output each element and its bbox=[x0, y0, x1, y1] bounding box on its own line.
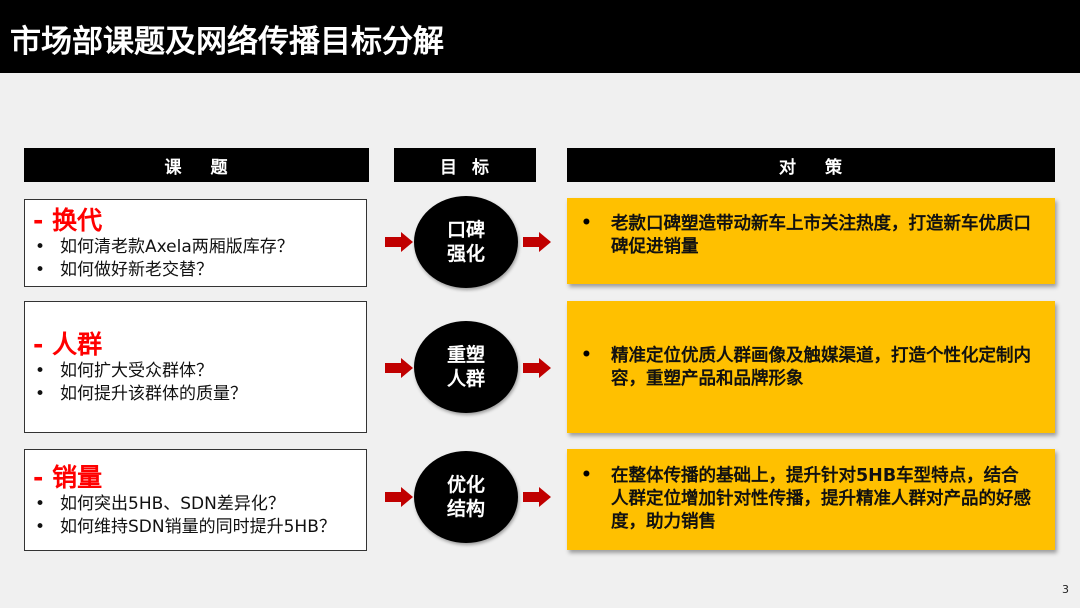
right-arrow-icon bbox=[385, 232, 413, 252]
right-arrow-icon bbox=[523, 487, 551, 507]
title-bar: 市场部课题及网络传播目标分解 bbox=[0, 0, 1080, 73]
topic-box-1: - 换代 • 如何清老款Axela两厢版库存？ • 如何做好新老交替？ bbox=[24, 199, 367, 287]
strategy-box-1: • 老款口碑塑造带动新车上市关注热度，打造新车优质口碑促进销量 bbox=[567, 198, 1055, 284]
header-topic-char-1: 课 bbox=[164, 157, 183, 178]
topic-title: - 换代 bbox=[33, 206, 103, 235]
strategy-box-2: • 精准定位优质人群画像及触媒渠道，打造个性化定制内容，重塑产品和品牌形象 bbox=[567, 301, 1055, 433]
goal-line-1: 重塑 bbox=[446, 344, 485, 366]
list-item: • 如何扩大受众群体？ bbox=[33, 360, 366, 383]
bullet-icon: • bbox=[35, 517, 46, 537]
question-text: 如何清老款Axela两厢版库存？ bbox=[60, 237, 294, 257]
header-topic: 课题 bbox=[24, 148, 369, 182]
right-arrow-icon bbox=[523, 358, 551, 378]
topic-box-3: - 销量 • 如何突出5HB、SDN差异化？ • 如何维持SDN销量的同时提升5HB… bbox=[24, 449, 367, 551]
header-goal-char-2: 标 bbox=[472, 157, 490, 178]
header-topic-char-2: 题 bbox=[210, 157, 229, 178]
goal-line-2: 强化 bbox=[446, 243, 485, 265]
header-strategy-char-2: 策 bbox=[825, 157, 843, 178]
bullet-icon: • bbox=[581, 465, 592, 485]
bullet-icon: • bbox=[35, 260, 46, 280]
topic-title: - 销量 bbox=[33, 463, 103, 492]
goal-line-1: 优化 bbox=[446, 474, 485, 496]
right-arrow-icon bbox=[385, 358, 413, 378]
bullet-icon: • bbox=[581, 213, 592, 233]
right-arrow-icon bbox=[385, 487, 413, 507]
page-number: 3 bbox=[1062, 583, 1069, 596]
bullet-icon: • bbox=[35, 237, 46, 257]
goal-circle-2: 重塑 人群 bbox=[414, 321, 518, 413]
list-item: • 如何维持SDN销量的同时提升5HB？ bbox=[33, 516, 366, 539]
goal-circle-3: 优化 结构 bbox=[414, 451, 518, 543]
slide-title: 市场部课题及网络传播目标分解 bbox=[10, 24, 444, 60]
question-text: 如何提升该群体的质量？ bbox=[60, 384, 247, 404]
right-arrow-icon bbox=[523, 232, 551, 252]
goal-line-2: 人群 bbox=[446, 368, 485, 390]
strategy-text: 在整体传播的基础上，提升针对5HB车型特点，结合人群定位增加针对性传播，提升精准… bbox=[611, 466, 1031, 532]
bullet-icon: • bbox=[35, 361, 46, 381]
strategy-text: 老款口碑塑造带动新车上市关注热度，打造新车优质口碑促进销量 bbox=[611, 214, 1031, 257]
header-strategy: 对策 bbox=[567, 148, 1055, 182]
strategy-box-3: • 在整体传播的基础上，提升针对5HB车型特点，结合人群定位增加针对性传播，提升… bbox=[567, 449, 1055, 550]
goal-line-2: 结构 bbox=[446, 498, 485, 520]
header-goal-char-1: 目 bbox=[440, 157, 458, 178]
strategy-text: 精准定位优质人群画像及触媒渠道，打造个性化定制内容，重塑产品和品牌形象 bbox=[611, 346, 1031, 389]
bullet-icon: • bbox=[581, 345, 592, 365]
header-strategy-char-1: 对 bbox=[779, 157, 797, 178]
goal-circle-1: 口碑 强化 bbox=[414, 196, 518, 288]
topic-box-2: - 人群 • 如何扩大受众群体？ • 如何提升该群体的质量？ bbox=[24, 301, 367, 433]
question-text: 如何扩大受众群体？ bbox=[60, 361, 213, 381]
list-item: • 如何清老款Axela两厢版库存？ bbox=[33, 236, 366, 259]
bullet-icon: • bbox=[35, 494, 46, 514]
goal-line-1: 口碑 bbox=[446, 219, 485, 241]
question-text: 如何做好新老交替？ bbox=[60, 260, 213, 280]
list-item: • 如何做好新老交替？ bbox=[33, 259, 366, 282]
header-goal: 目标 bbox=[394, 148, 536, 182]
bullet-icon: • bbox=[35, 384, 46, 404]
question-text: 如何突出5HB、SDN差异化？ bbox=[60, 494, 285, 514]
topic-title: - 人群 bbox=[33, 330, 103, 359]
question-text: 如何维持SDN销量的同时提升5HB？ bbox=[60, 517, 336, 537]
list-item: • 如何突出5HB、SDN差异化？ bbox=[33, 493, 366, 516]
list-item: • 如何提升该群体的质量？ bbox=[33, 383, 366, 406]
